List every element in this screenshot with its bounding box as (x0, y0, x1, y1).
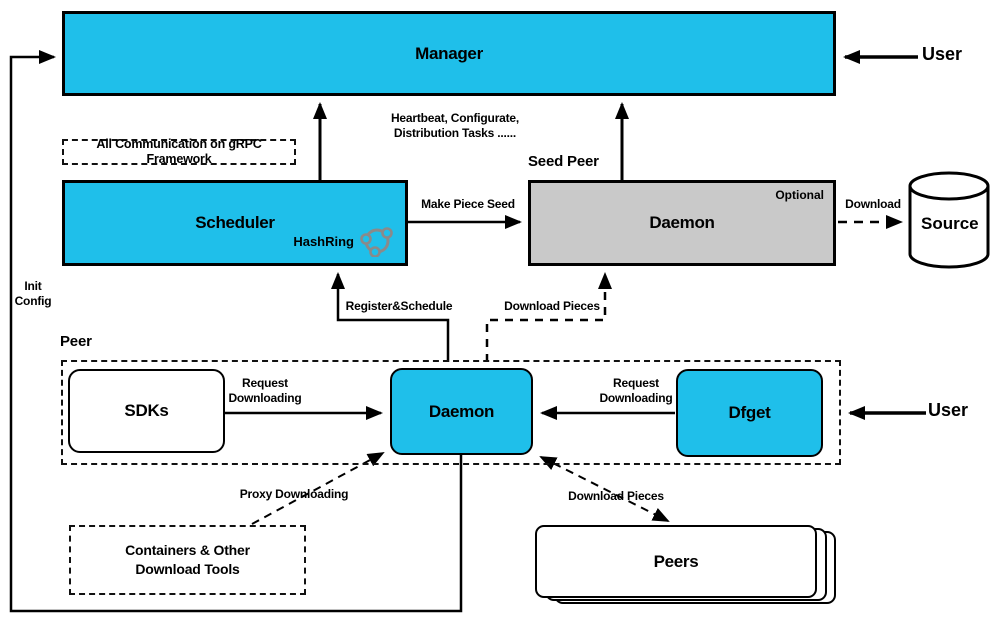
register-schedule-label: Register&Schedule (345, 299, 453, 313)
grpc-note: All Communication on gRPC Framework (62, 137, 296, 166)
heartbeat-label: Heartbeat, Configurate, Distribution Tas… (390, 111, 520, 140)
scheduler-node: Scheduler HashRing (62, 180, 408, 266)
source-label: Source (921, 214, 979, 233)
sdks-label: SDKs (124, 401, 169, 420)
source-node (908, 171, 990, 269)
dfget-node: Dfget (676, 369, 823, 457)
user-bottom-label: User (928, 400, 969, 420)
sdks-node: SDKs (68, 369, 225, 453)
grpc-note-label: All Communication on gRPC Framework (96, 137, 262, 166)
make-piece-seed-label: Make Piece Seed (421, 197, 515, 211)
download-pieces-top-label: Download Pieces (504, 299, 600, 313)
peer-daemon-node: Daemon (390, 368, 533, 455)
manager-label: Manager (415, 43, 483, 63)
peer-daemon-label: Daemon (428, 401, 495, 421)
seed-peer-section-label: Seed Peer (528, 153, 599, 170)
seed-peer-daemon-label: Daemon (649, 213, 715, 232)
peer-section-label: Peer (60, 333, 92, 350)
download-label: Download (845, 197, 901, 211)
optional-label: Optional (775, 188, 824, 202)
manager-node: Manager (62, 11, 836, 96)
scheduler-label: Scheduler (195, 213, 275, 232)
hashring-icon (360, 227, 393, 257)
user-top-label: User (922, 44, 963, 64)
init-config-label: Init Config (14, 279, 52, 308)
peers-node: Peers (535, 525, 817, 598)
download-pieces-bottom-label: Download Pieces (568, 489, 664, 503)
containers-label: Containers & Other Download Tools (125, 542, 250, 577)
peers-label: Peers (653, 551, 699, 571)
download-pieces-top-arrow (485, 272, 612, 362)
proxy-downloading-label: Proxy Downloading (239, 487, 349, 501)
containers-node: Containers & Other Download Tools (69, 525, 306, 595)
register-schedule-arrow (331, 272, 450, 362)
seed-peer-daemon-node: Optional Daemon (528, 180, 836, 266)
request-downloading-right-label: Request Downloading (599, 376, 673, 405)
dfget-label: Dfget (728, 403, 771, 422)
hashring-label: HashRing (293, 233, 354, 249)
request-downloading-left-label: Request Downloading (228, 376, 302, 405)
hashring: HashRing (293, 225, 395, 257)
